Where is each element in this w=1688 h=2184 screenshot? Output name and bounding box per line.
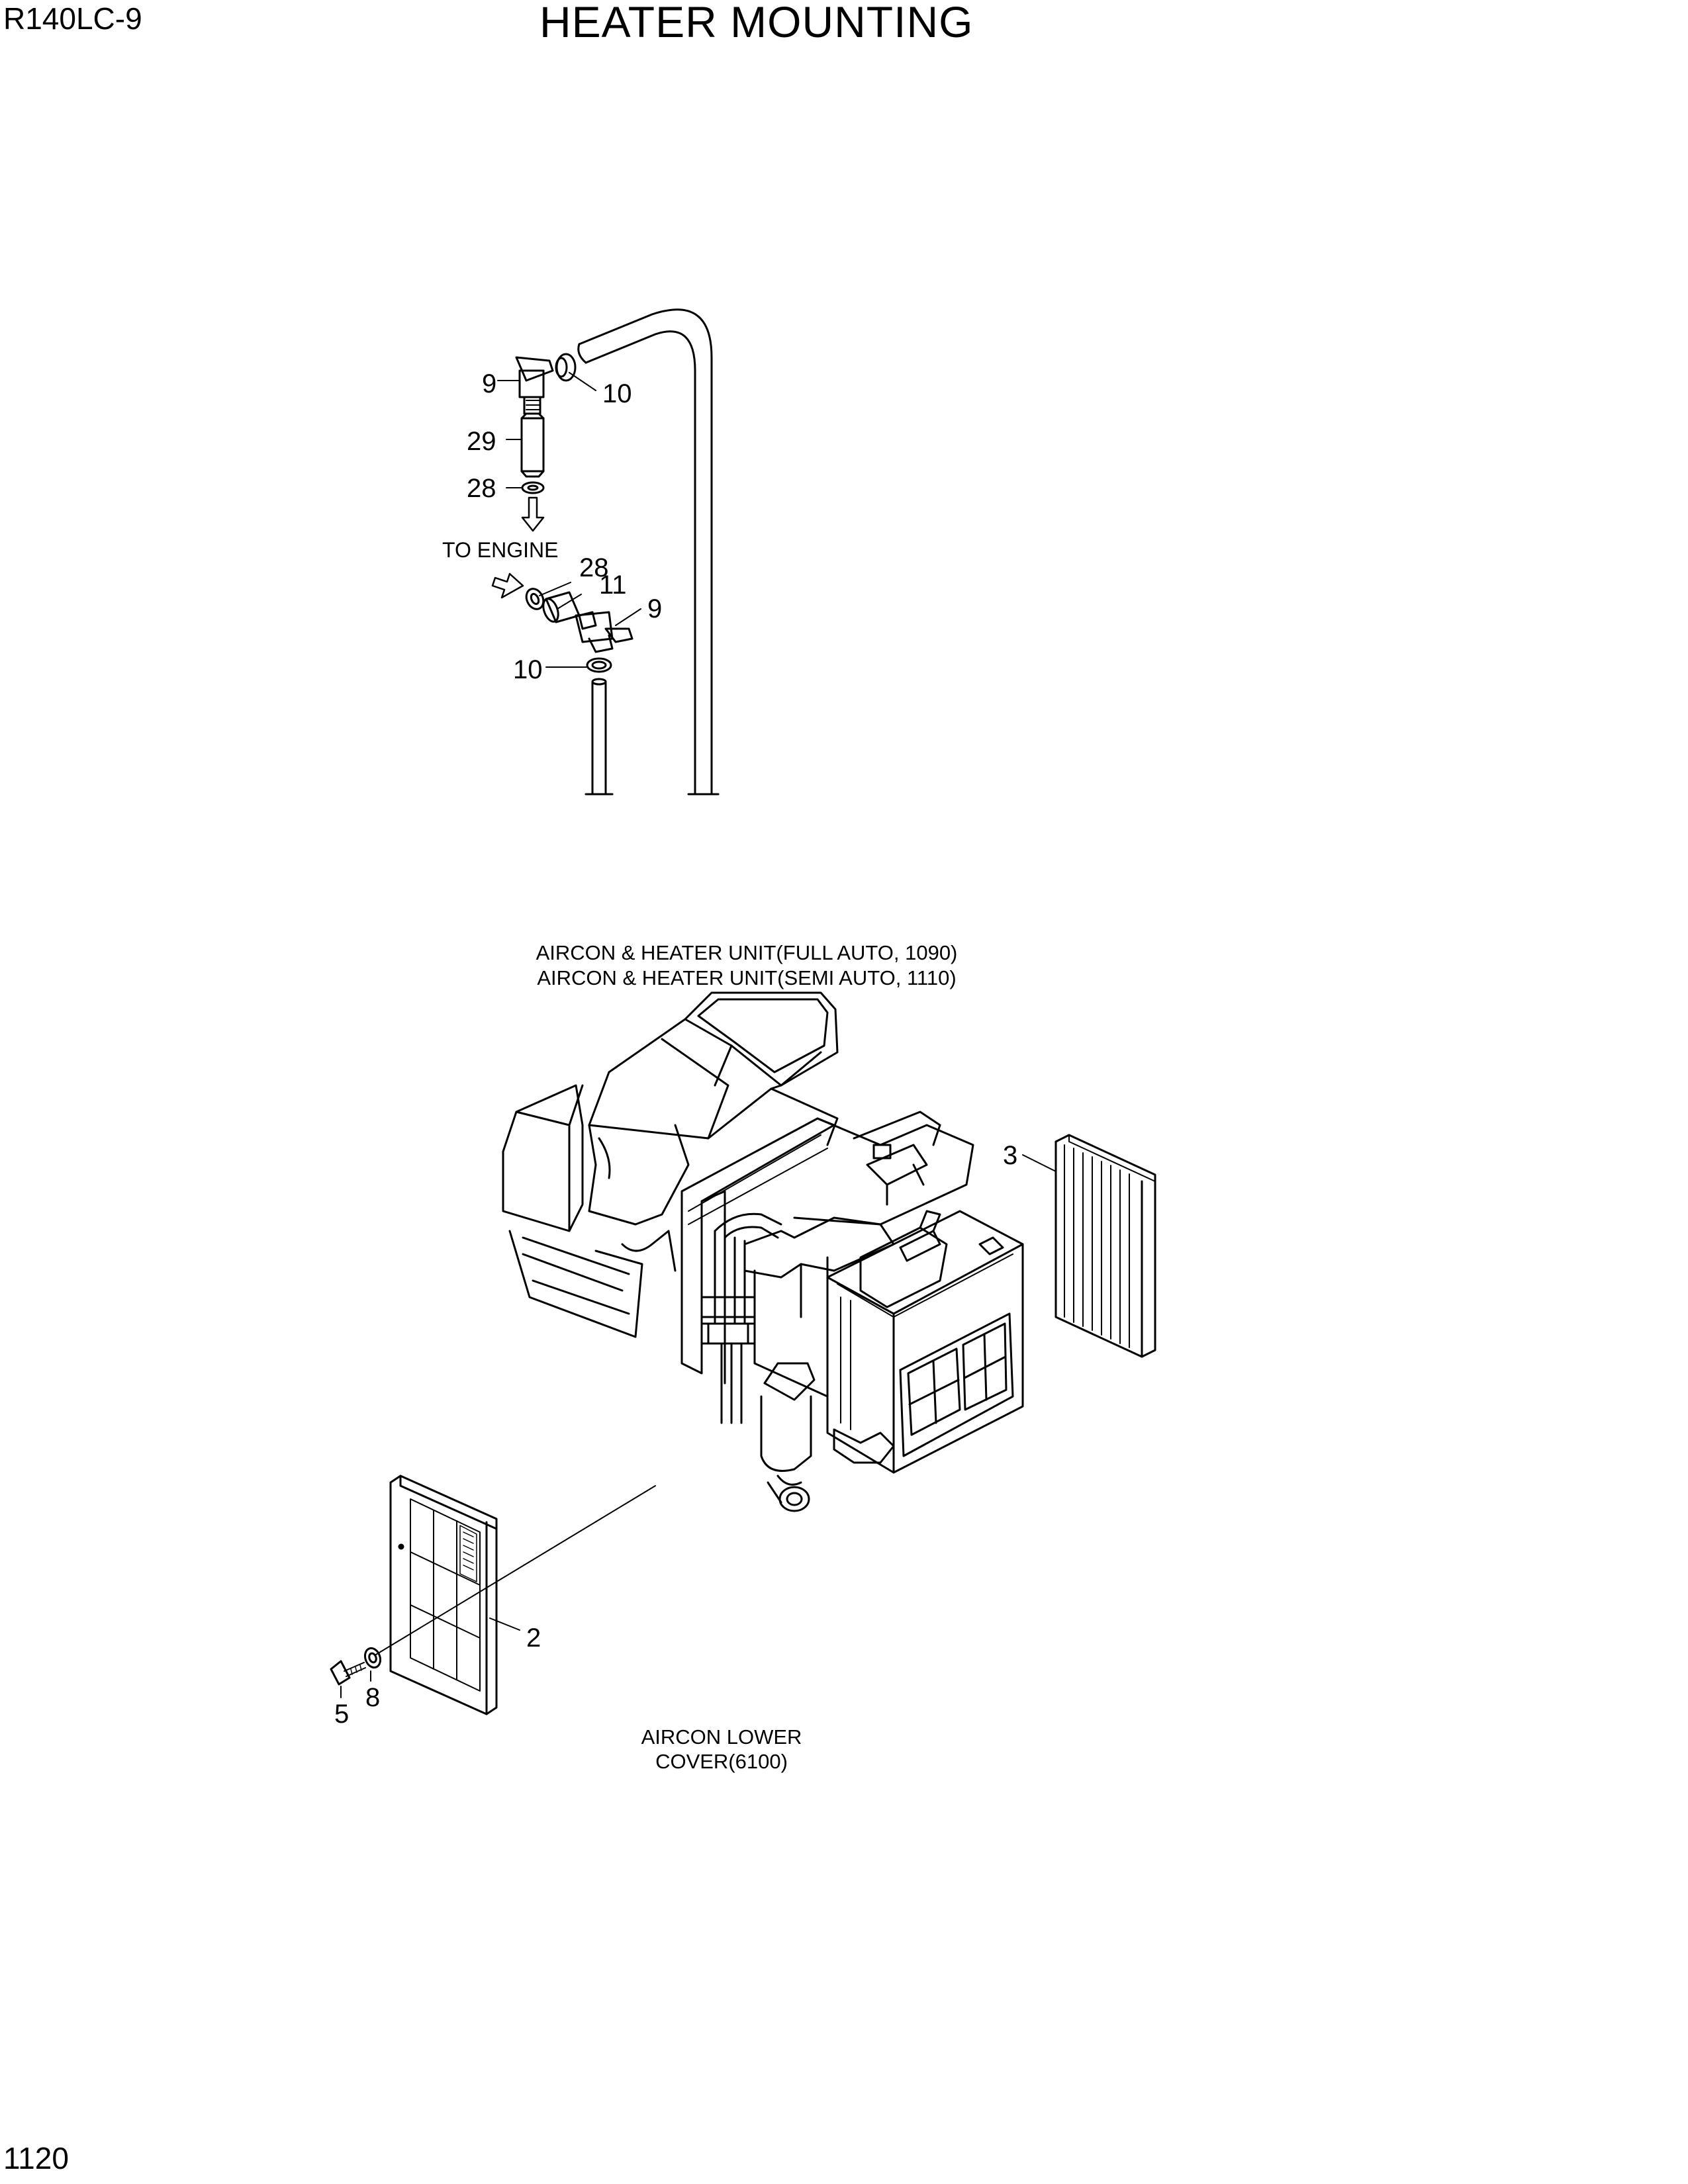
unit-caption-semi-auto: AIRCON & HEATER UNIT(SEMI AUTO, 1110) (537, 966, 957, 989)
flow-arrow-down-icon (521, 496, 545, 532)
callout-29: 29 (467, 427, 496, 456)
callout-5: 5 (334, 1700, 350, 1729)
bolt-5 (330, 1660, 366, 1686)
callout-28-mid: 28 (579, 553, 609, 582)
supply-hose (585, 678, 614, 796)
page-number: 1120 (3, 2141, 69, 2175)
valve-9-top (515, 356, 554, 415)
o-ring-28-top (521, 481, 545, 494)
unit-caption-full-auto: AIRCON & HEATER UNIT(FULL AUTO, 1090) (536, 941, 958, 964)
callout-10-top: 10 (602, 379, 632, 408)
washer-8 (363, 1647, 382, 1669)
return-hose (577, 308, 720, 796)
leader-lines-upper (497, 372, 641, 668)
callout-8: 8 (365, 1683, 381, 1712)
lower-cover-caption-2: COVER(6100) (655, 1750, 788, 1773)
callout-9-top: 9 (482, 369, 497, 398)
callout-28-top: 28 (467, 474, 496, 503)
callout-10-mid: 10 (513, 655, 543, 684)
page-title: HEATER MOUNTING (539, 0, 974, 46)
hose-clamp-10-mid (586, 657, 612, 673)
callout-3: 3 (1003, 1141, 1018, 1170)
o-ring-28-mid (525, 588, 545, 610)
lower-cover-2 (389, 1475, 498, 1715)
to-engine-label: TO ENGINE (442, 538, 559, 562)
callout-11: 11 (599, 570, 627, 600)
leader-lines-lower (340, 1154, 1056, 1698)
lower-cover-caption-1: AIRCON LOWER (641, 1725, 802, 1749)
valve-9-mid (575, 611, 633, 653)
aircon-heater-unit (502, 991, 1024, 1512)
hose-clamp-10-top (555, 353, 577, 382)
adapter-11 (542, 591, 597, 630)
air-filter-3 (1055, 1134, 1156, 1358)
flow-arrow-left-icon (491, 572, 524, 599)
nipple-29 (520, 412, 545, 478)
callout-2: 2 (526, 1623, 541, 1653)
callout-9-mid: 9 (647, 594, 663, 623)
model-number: R140LC-9 (3, 1, 142, 36)
